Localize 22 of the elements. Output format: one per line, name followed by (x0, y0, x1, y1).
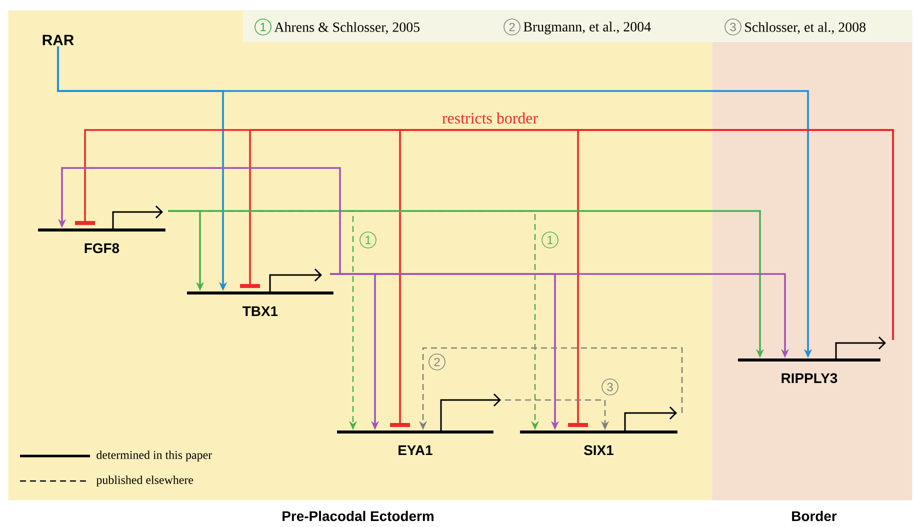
reference-text: Schlosser, et al., 2008 (745, 22, 866, 34)
edge-label: 1 (360, 232, 376, 248)
reference-text: Ahrens & Schlosser, 2005 (274, 22, 420, 34)
gene-drawing: EYA1 (337, 393, 501, 455)
node-label: Pre-Placodal Ectoderm (282, 510, 434, 522)
arrow (568, 129, 894, 427)
gene-drawing: SIX1 (520, 406, 678, 456)
gene-drawing: TBX1 (187, 268, 334, 316)
reference-text: Brugmann, et al., 2004 (524, 22, 651, 34)
reference-number: 1 (254, 18, 272, 36)
gene-drawing: RIPPLY3 (738, 336, 886, 384)
node-label: Border (792, 510, 837, 522)
legend-text: published elsewhere (96, 476, 194, 486)
edge-label: 2 (428, 354, 446, 370)
edge-label: 1 (542, 232, 558, 248)
edge-label: restricts border (440, 111, 540, 125)
edge-label: 3 (602, 378, 618, 396)
reference-number: 3 (724, 18, 742, 36)
gene-label: RAR (42, 34, 74, 46)
legend-text: determined in this paper (96, 450, 212, 462)
reference-number: 2 (504, 18, 520, 36)
gene-drawing: FGF8 (38, 205, 166, 254)
